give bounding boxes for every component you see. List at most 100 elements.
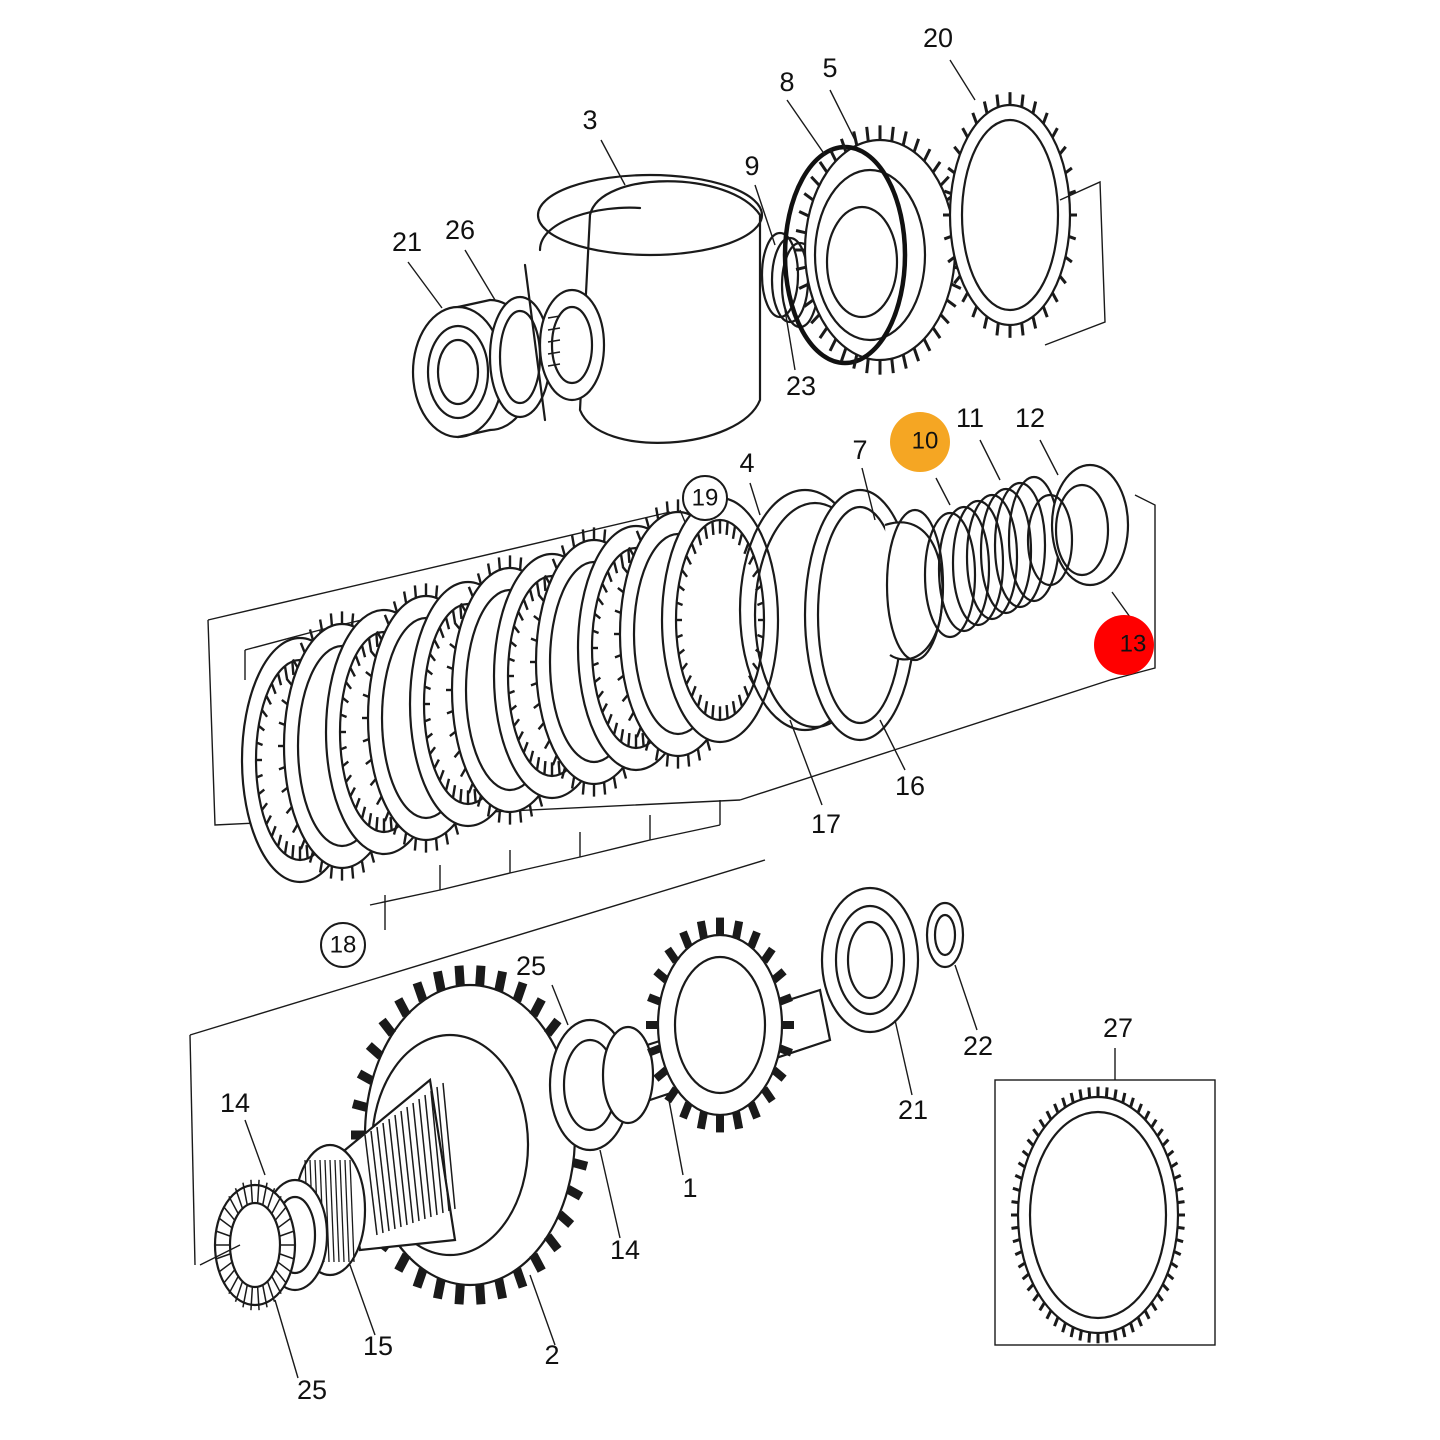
ring-tooth — [947, 255, 956, 264]
gear-tooth — [512, 981, 528, 1003]
spline-line — [400, 1110, 414, 1224]
gear-tooth — [454, 1284, 465, 1305]
ring-tooth — [995, 322, 1000, 336]
roller-line — [242, 1284, 249, 1308]
gear-tooth — [494, 1278, 507, 1300]
needle-line — [329, 1159, 335, 1263]
plate-tooth — [644, 739, 651, 751]
plate-tooth — [453, 750, 461, 759]
clutch-plate — [660, 496, 780, 744]
plate-tooth — [446, 710, 454, 715]
plate-tooth — [537, 593, 545, 602]
spring-coil — [965, 493, 1019, 621]
plate-tooth — [596, 597, 605, 606]
plate-tooth — [743, 685, 750, 698]
gear-tooth — [778, 993, 793, 1006]
gear-tooth — [512, 1267, 528, 1289]
ring-tooth — [982, 316, 989, 329]
roller-line — [271, 1195, 282, 1215]
plate-tooth — [509, 704, 518, 712]
gear-tooth — [647, 1044, 662, 1057]
gear-tooth — [771, 1066, 787, 1082]
roller-line — [279, 1230, 294, 1237]
plate-tooth — [362, 738, 370, 743]
plate-tooth — [260, 802, 269, 811]
plate-tooth — [283, 665, 289, 680]
plate-teeth — [676, 520, 764, 720]
plate-tooth — [276, 673, 283, 686]
plate-tooth — [278, 766, 286, 771]
ring-tooth — [1068, 235, 1077, 241]
ring-tooth — [1136, 1103, 1143, 1114]
plate-tooth — [425, 668, 434, 676]
ring-20 — [943, 92, 1077, 338]
gear-tooth — [760, 946, 776, 964]
ring-tooth — [947, 166, 956, 175]
highlighted-callout-13: 13 — [1094, 615, 1154, 675]
gear-tooth — [890, 126, 895, 142]
ring-tooth — [961, 127, 969, 138]
plate-tooth — [360, 860, 366, 873]
plate-tooth — [617, 587, 625, 594]
roller-line — [261, 1182, 268, 1206]
plate-tooth — [291, 823, 299, 834]
ring-tooth — [1177, 1225, 1185, 1230]
ring-tooth — [1061, 1097, 1067, 1108]
plate-tooth — [665, 754, 670, 767]
plate-tooth — [354, 654, 361, 667]
plate-tooth — [453, 823, 460, 835]
gear-tooth — [912, 347, 921, 362]
plate-tooth — [402, 591, 408, 604]
plate-tooth — [530, 682, 538, 687]
plate-tooth — [731, 525, 737, 540]
plate-tooth — [256, 741, 264, 747]
spline-line — [406, 1106, 420, 1222]
plate-tooth — [756, 633, 764, 639]
ring-tooth — [1078, 1330, 1083, 1341]
gear-tooth — [939, 175, 950, 187]
gear-tooth — [795, 265, 807, 271]
plate-tooth — [606, 570, 613, 583]
spring-coil — [951, 499, 1005, 627]
ring-tooth — [1156, 1128, 1164, 1137]
gear-tooth — [475, 965, 486, 986]
plate-tooth — [512, 718, 521, 727]
plate-tooth — [641, 732, 645, 747]
gear-tooth — [351, 1099, 368, 1112]
plate-tooth — [476, 795, 483, 807]
plate-tooth — [305, 844, 309, 859]
plate-tooth — [428, 653, 437, 662]
ring-tooth — [1150, 1118, 1158, 1129]
plate-tooth — [318, 619, 324, 632]
plate-tooth — [291, 661, 295, 676]
plate-tooth — [424, 685, 432, 691]
gear-tooth — [828, 148, 838, 162]
ring-tooth — [1175, 1238, 1184, 1244]
plate-tooth — [705, 739, 712, 751]
plate-tooth — [433, 758, 440, 769]
plate-tooth — [392, 601, 399, 613]
gear-tooth — [394, 997, 411, 1018]
ring-tooth — [1156, 1293, 1164, 1302]
plate-tooth — [711, 704, 715, 719]
plate-tooth — [737, 694, 744, 707]
ring-tooth — [1087, 1332, 1092, 1343]
plate-tooth — [696, 748, 702, 761]
gear-tooth — [394, 1252, 411, 1273]
plate-tooth — [686, 754, 691, 767]
spline-line — [364, 1134, 378, 1236]
plate-tooth — [270, 682, 277, 695]
gear-tooth — [818, 161, 829, 174]
plate-tooth — [433, 639, 440, 650]
plate-tooth — [360, 645, 367, 658]
callout-21-top: 21 — [392, 227, 422, 257]
plate-tooth — [751, 569, 760, 578]
spline-line — [382, 1122, 396, 1230]
plate-tooth — [438, 626, 445, 639]
plate-tooth — [696, 533, 703, 546]
plate-tooth — [260, 709, 269, 718]
plate-tooth — [696, 694, 703, 707]
plate-tooth — [375, 816, 379, 831]
plate-tooth — [528, 750, 535, 763]
